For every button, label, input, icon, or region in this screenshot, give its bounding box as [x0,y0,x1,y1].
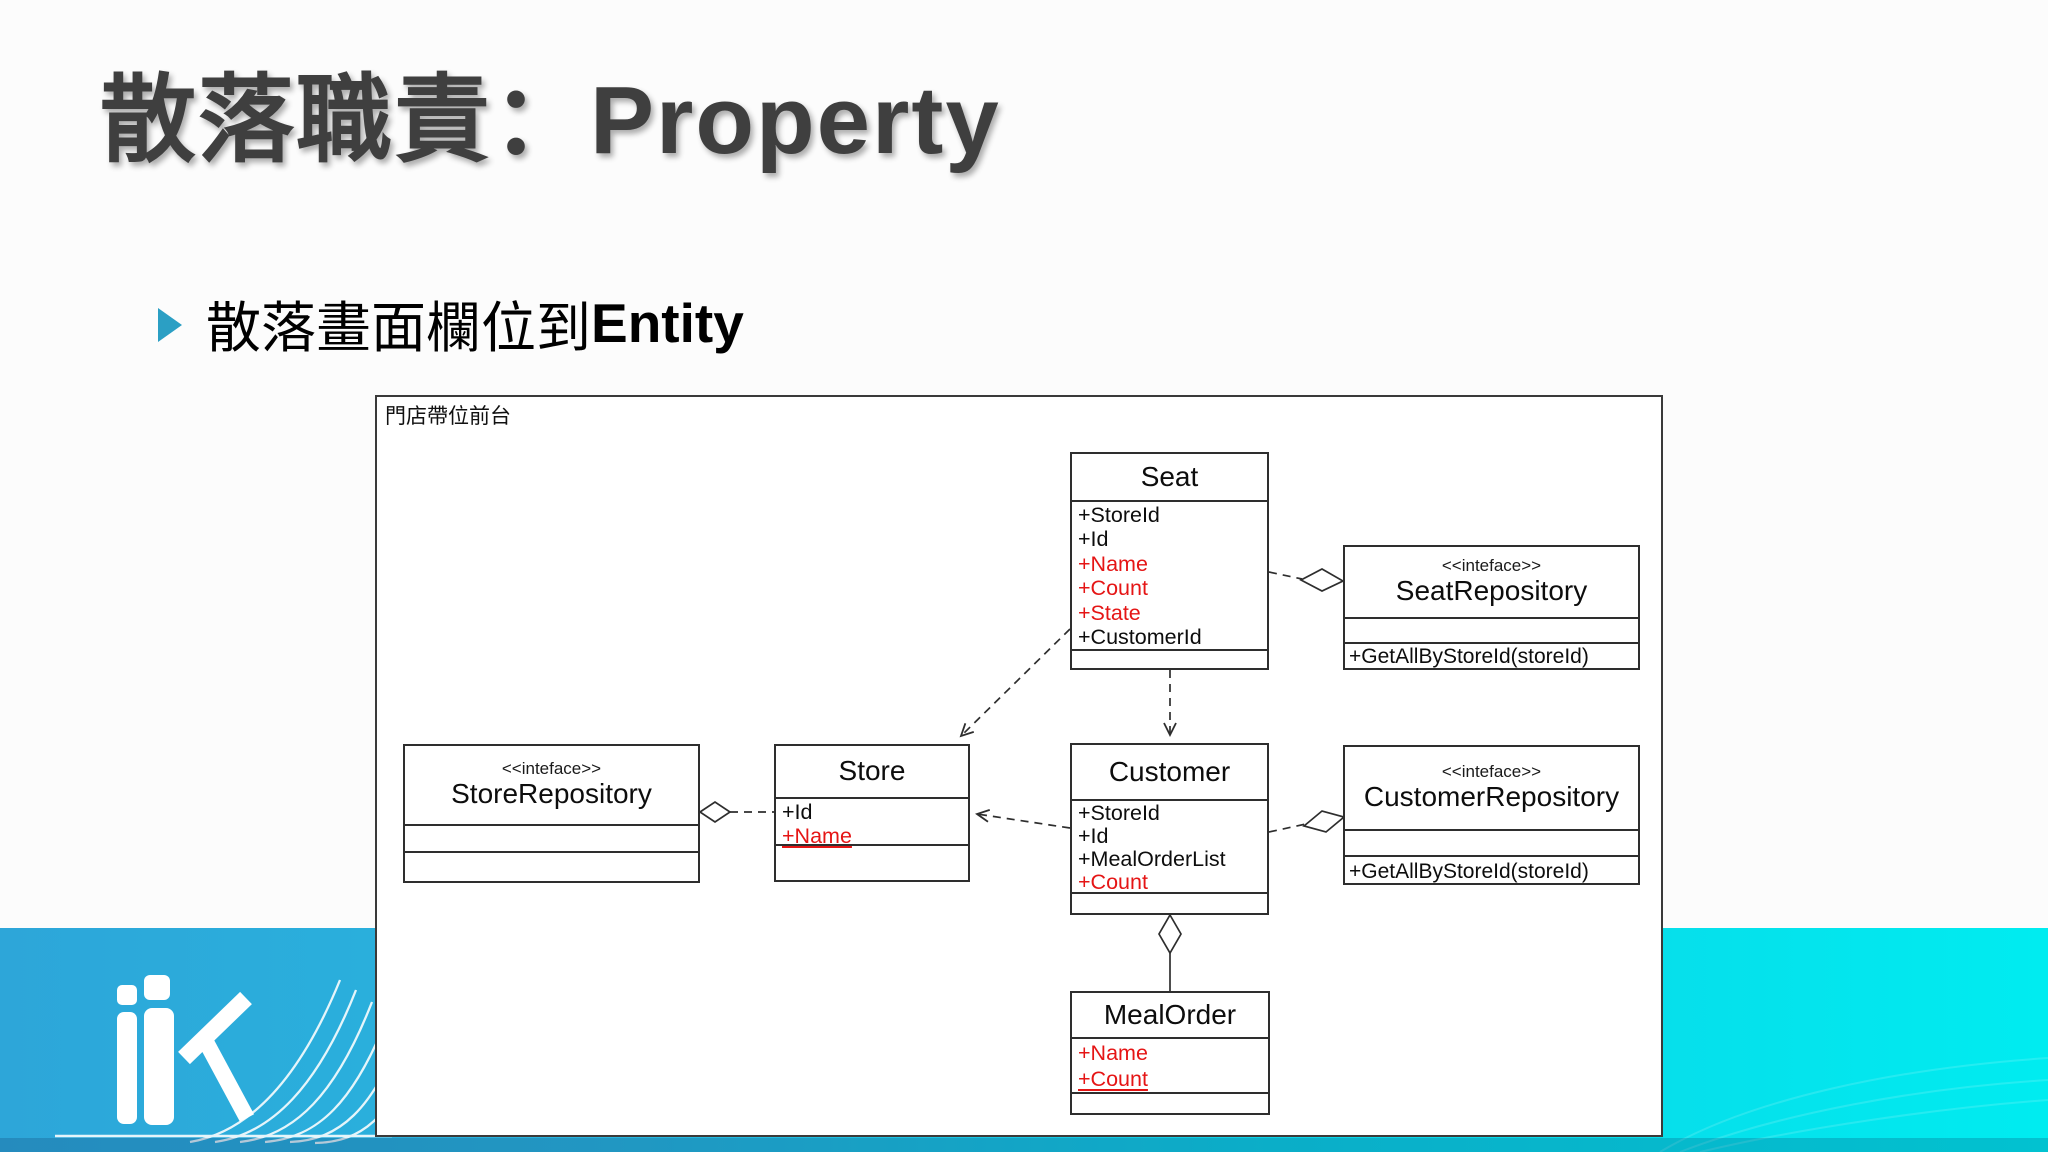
class-title-store: Store [776,746,968,799]
methods-mealorder-empty [1072,1094,1268,1113]
aggregation-diamond-seatrepository [1299,568,1345,592]
attribute-row: +Count [1078,870,1148,894]
bullet-text: 散落畫面欄位到 [206,297,592,359]
class-title-seatrepository: <<inteface>> SeatRepository [1345,547,1638,619]
attributes-storerepository-empty [405,826,698,853]
bullet-line: 散落畫面欄位到 Entity [158,283,744,363]
methods-seat-empty [1072,651,1267,668]
class-title-storerepository: <<inteface>> StoreRepository [405,746,698,826]
class-box-seatrepository: <<inteface>> SeatRepository +GetAllBySto… [1343,545,1640,670]
attribute-row: +Id [1078,527,1109,552]
ripple-lines [1659,1057,2048,1152]
class-box-mealorder: MealOrder +Name +Count [1070,991,1270,1115]
attribute-row: +Count [1078,576,1148,601]
attribute-row: +CustomerId [1078,625,1202,650]
attributes-customerrepository-empty [1345,831,1638,857]
bullet-text-entity: Entity [591,292,744,354]
bullet-triangle-icon [158,308,182,342]
class-box-storerepository: <<inteface>> StoreRepository [403,744,700,883]
aggregation-diamond-customerrepository [1302,810,1346,833]
attribute-row: +Id [1078,824,1109,848]
edge-seat-seatrepository [1268,571,1303,580]
attributes-store: +Id +Name [776,799,968,849]
aggregation-diamond-storerepository [698,800,732,824]
class-box-seat: Seat +StoreId +Id +Name +Count +State +C… [1070,452,1269,670]
iik-logo-icon [117,975,255,1125]
uml-connectors [698,568,1346,991]
class-box-customer: Customer +StoreId +Id +MealOrderList +Co… [1070,743,1269,915]
attribute-row: +Count [1078,1067,1148,1091]
uml-frame: 門店帶位前台 [375,395,1663,1137]
methods-storerepository-empty [405,853,698,881]
attributes-mealorder: +Name +Count [1072,1039,1268,1094]
attributes-seatrepository-empty [1345,619,1638,644]
class-title-seat: Seat [1072,454,1267,502]
class-title-customerrepository: <<inteface>> CustomerRepository [1345,747,1638,831]
attributes-customer: +StoreId +Id +MealOrderList +Count [1072,801,1267,894]
method-row: +GetAllByStoreId(storeId) [1349,860,1589,883]
attribute-row: +MealOrderList [1078,847,1226,871]
attribute-row: +State [1078,600,1141,625]
class-box-store: Store +Id +Name [774,744,970,882]
attribute-row: +Name [782,824,852,849]
attributes-seat: +StoreId +Id +Name +Count +State +Custom… [1072,502,1267,651]
methods-seatrepository: +GetAllByStoreId(storeId) [1345,644,1638,668]
class-title-mealorder: MealOrder [1072,993,1268,1039]
attribute-row: +StoreId [1078,801,1160,825]
methods-customer-empty [1072,894,1267,913]
attribute-row: +Name [1078,551,1148,576]
page-title: 散落職責：Property [100,67,1001,174]
footer-decoration [55,975,2048,1152]
aggregation-diamond-customer-mealorder [1158,913,1182,955]
method-row: +GetAllByStoreId(storeId) [1349,645,1589,668]
attribute-row: +Id [782,800,813,824]
methods-store-empty [776,846,968,880]
footer-bottom-strip [0,1138,2048,1152]
methods-customerrepository: +GetAllByStoreId(storeId) [1345,857,1638,883]
edge-customer-customerrepository [1268,823,1307,833]
edge-customer-store [977,814,1071,829]
class-box-customerrepository: <<inteface>> CustomerRepository +GetAllB… [1343,745,1640,885]
frame-label: 門店帶位前台 [385,405,511,428]
edge-seat-store [961,628,1071,736]
class-title-customer: Customer [1072,745,1267,801]
attribute-row: +Name [1078,1041,1148,1065]
attribute-row: +StoreId [1078,503,1160,527]
